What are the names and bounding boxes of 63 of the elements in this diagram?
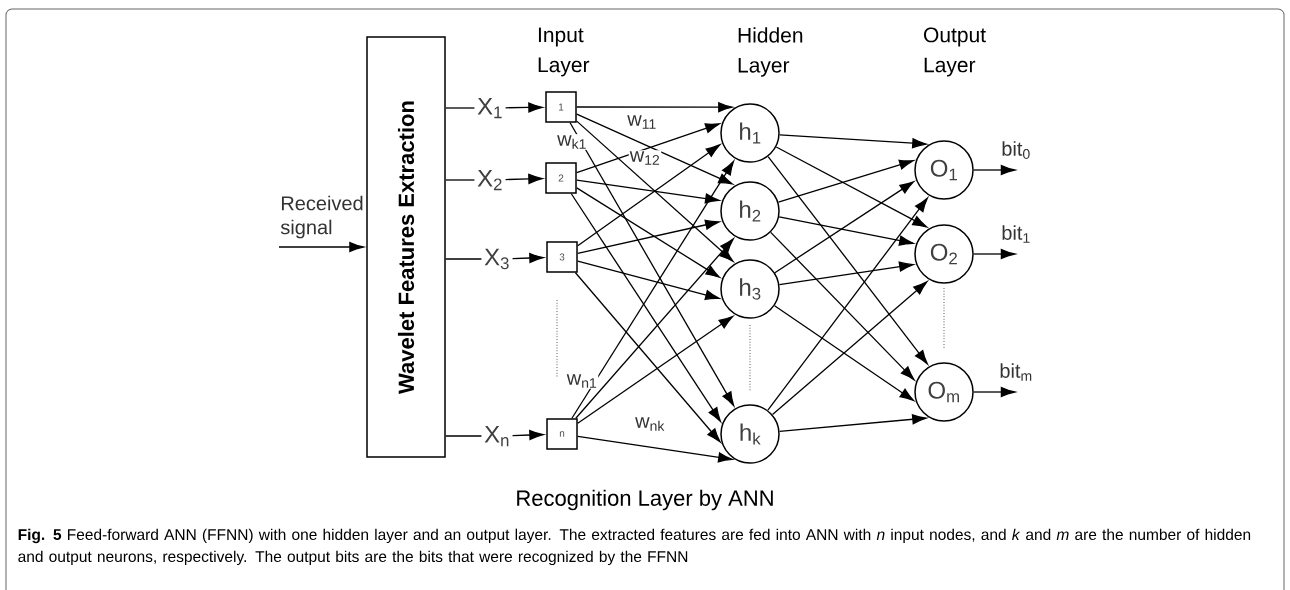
layer-heading: Input Layer — [538, 27, 590, 77]
edge-label: w$_{11}$ — [626, 114, 658, 130]
arrow — [774, 181, 915, 274]
edge-label: bit$_{1}$ — [1002, 225, 1030, 243]
arrow — [576, 102, 733, 113]
layer-heading: Hidden Layer — [738, 27, 803, 77]
edge-label: bit$_{m}$ — [1000, 363, 1032, 381]
edge-label: w$_{12}$ — [628, 150, 662, 166]
arrow — [778, 216, 914, 246]
arrow — [973, 248, 1016, 260]
arrow — [779, 414, 927, 432]
input-label: X$_{3}$ — [484, 248, 509, 270]
arrow — [504, 173, 543, 184]
arrow — [570, 193, 721, 422]
arrow — [779, 134, 927, 149]
arrow — [576, 120, 734, 262]
input-label: X$_{n}$ — [484, 425, 509, 447]
arrow — [511, 252, 544, 264]
process-box: Wavelet Features Extraction — [366, 36, 446, 458]
edge-label: Received signal — [280, 195, 363, 239]
arrow — [771, 281, 928, 416]
arrow — [575, 238, 734, 419]
panel-title: Recognition Layer by ANN — [517, 489, 773, 511]
arrow — [577, 315, 734, 424]
arrow — [576, 187, 721, 278]
arrow — [973, 164, 1016, 176]
arrow — [504, 102, 543, 113]
arrow — [767, 155, 928, 365]
arrow — [973, 386, 1016, 398]
arrow — [773, 305, 915, 402]
connector-line — [445, 107, 476, 109]
arrow — [278, 241, 364, 253]
edge-label: w$_{k1}$ — [556, 134, 588, 150]
arrow — [576, 113, 733, 185]
arrow — [778, 261, 914, 286]
arrow — [574, 272, 721, 443]
arrow — [577, 144, 721, 247]
arrow — [577, 435, 733, 463]
arrow — [571, 160, 735, 419]
arrow — [770, 231, 915, 381]
edge-label: w$_{n1}$ — [565, 373, 599, 389]
arrow — [576, 179, 720, 204]
edge-label: w$_{nk}$ — [634, 416, 666, 432]
connector-line — [445, 258, 483, 260]
input-node: n — [546, 418, 578, 450]
arrow — [577, 260, 720, 300]
arrow — [577, 219, 720, 255]
input-label: X$_{1}$ — [477, 97, 502, 119]
input-node: 2 — [545, 162, 577, 194]
arrow — [775, 146, 928, 228]
connector-line — [445, 179, 476, 181]
arrow — [777, 159, 914, 203]
layer-heading: Output Layer — [924, 27, 986, 77]
connector-line — [445, 435, 483, 437]
input-label: X$_{2}$ — [477, 169, 502, 191]
arrow — [576, 123, 720, 174]
edge-label: bit$_{0}$ — [1002, 141, 1030, 159]
arrow — [511, 429, 544, 441]
input-node: 1 — [545, 91, 577, 123]
figure-caption: Fig. 5 Feed-forward ANN (FFNN) with one hidden layer and an output layer. The extracted features are fed into ANN with n input nodes, and k and m are the number of hidden and output neurons, respectively. The output bits are the bits that were recognized by the FFNN — [18, 528, 1251, 566]
input-node: 3 — [546, 241, 578, 273]
arrow — [767, 197, 928, 411]
arrow — [569, 122, 735, 407]
